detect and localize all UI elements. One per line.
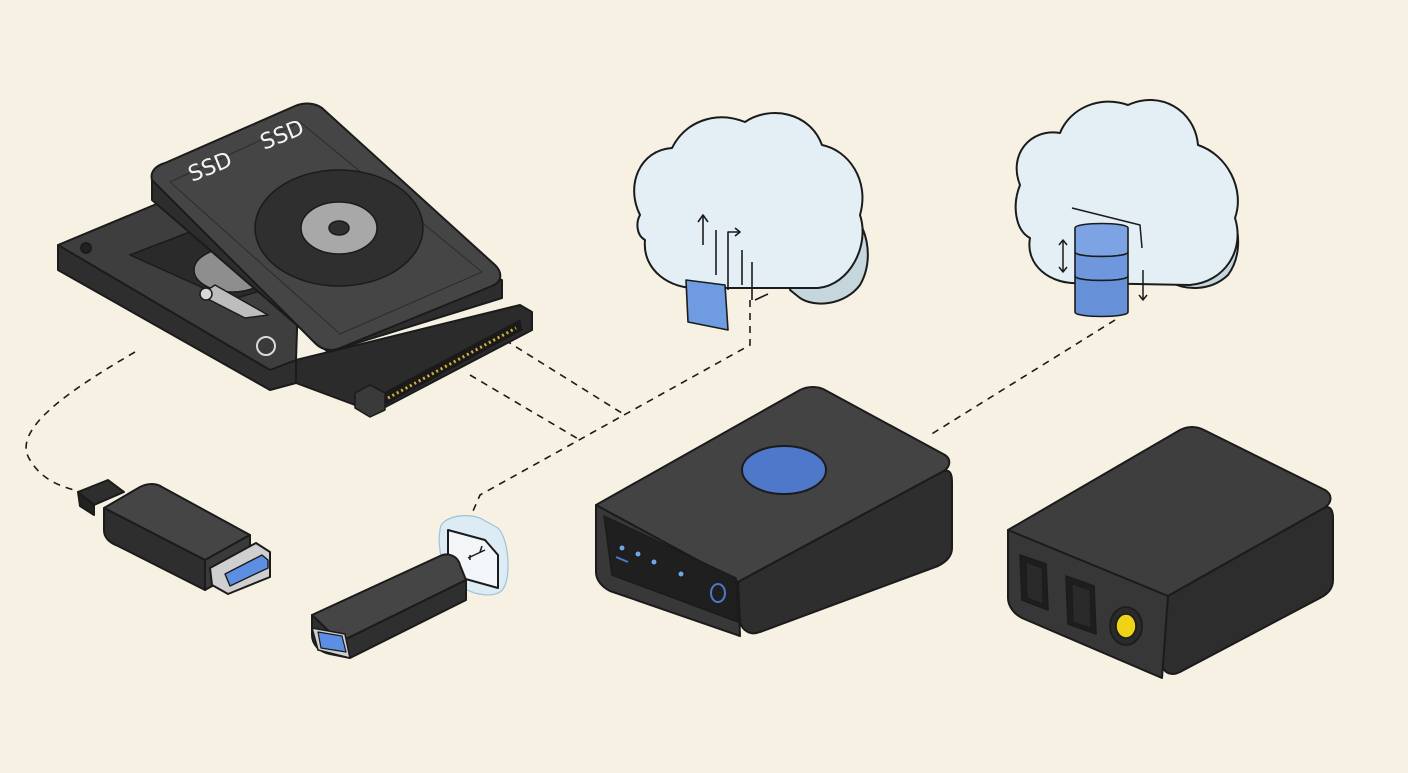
db-disk-bot (1074, 275, 1129, 318)
enclosure-front-panel (603, 515, 739, 623)
upload-file-card (685, 279, 729, 331)
usb-plug-insert (224, 554, 269, 587)
connection-lines (25, 300, 1116, 519)
usb-body-top (103, 483, 251, 561)
enclosure-led-1 (618, 544, 626, 552)
upload-line-6 (754, 293, 769, 301)
hub-port-left-inner (1025, 561, 1044, 605)
cloud-database-body (1014, 99, 1239, 286)
cloud-upload-icon (633, 112, 869, 331)
enclosure-right-side (737, 469, 953, 635)
sata-connector (295, 304, 533, 416)
usb-stick-top (311, 553, 467, 643)
sata-connector-pins (387, 326, 517, 400)
upload-arrows (697, 214, 769, 301)
external-drive-enclosure-icon (595, 386, 953, 637)
enclosure-led-3 (650, 558, 658, 566)
usb-stick-icon (311, 515, 509, 659)
enclosure-led-4 (677, 570, 685, 578)
cloud-upload-body (633, 112, 864, 290)
upload-arrow-head-3 (734, 227, 741, 237)
usb-flash-drive-icon (77, 479, 271, 595)
cloud-database-icon (1014, 99, 1240, 318)
sata-connector-end (354, 384, 386, 418)
usb-stick-connector-insert (317, 631, 347, 653)
hub-yellow-port (1115, 613, 1137, 639)
ssd-top-inset (169, 121, 483, 335)
hdd-actuator-pivot (199, 287, 213, 301)
upload-line-3 (727, 231, 740, 290)
hub-port-mid-inner (1071, 583, 1092, 629)
dashed-line-drive-to-cloud (504, 339, 626, 416)
dashed-line-drive-to-usb (25, 351, 136, 493)
usb-cap-end-side (77, 491, 95, 516)
database-cylinder (1074, 222, 1129, 318)
database-arrow-right (1138, 270, 1148, 301)
enclosure-led-2 (634, 550, 642, 558)
hdd-actuator-arm (199, 284, 269, 319)
dashed-line-cloud-to-stick (469, 300, 751, 519)
enclosure-slot (615, 556, 629, 563)
ssd-drive-icon: SSD SSD (150, 102, 503, 353)
database-arrow-left (1058, 239, 1068, 273)
ssd-disc-hub (328, 220, 350, 236)
dashed-line-cloud-to-enclosure (929, 319, 1116, 436)
dashed-line-drive-to-stick (469, 374, 581, 441)
usb-port-symbol (467, 545, 486, 560)
hub-right-side (1161, 506, 1334, 675)
hdd-port-ring (256, 336, 276, 356)
database-bracket (1071, 207, 1143, 249)
db-disk-top (1074, 222, 1129, 258)
enclosure-power-button (741, 445, 827, 495)
enclosure-power-port (710, 583, 726, 603)
external-hub-box-icon (1007, 426, 1334, 679)
db-disk-mid (1074, 251, 1129, 282)
upload-arrow-head-1 (697, 214, 709, 223)
usb-body-side (103, 507, 206, 591)
hdd-screw (80, 242, 92, 254)
